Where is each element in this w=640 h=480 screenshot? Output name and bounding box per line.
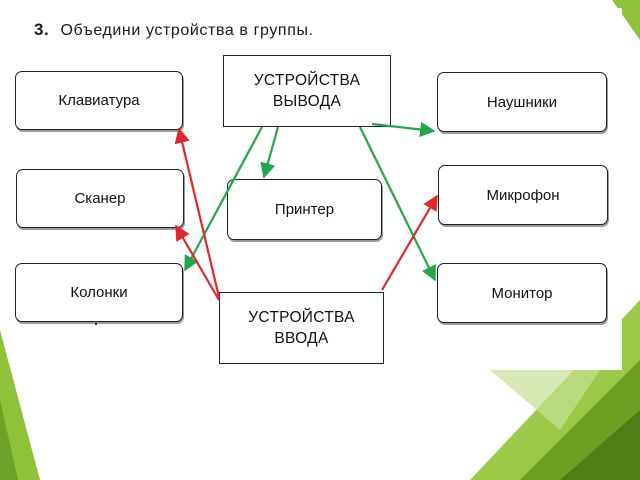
- device-scanner-label: Сканер: [74, 190, 126, 207]
- output-devices-label: УСТРОЙСТВА ВЫВОДА: [253, 72, 361, 110]
- device-headphones: Наушники: [437, 72, 607, 132]
- device-scanner: Сканер: [16, 169, 184, 228]
- device-microphone: Микрофон: [438, 165, 608, 225]
- task-text: Объедини устройства в группы.: [60, 22, 314, 39]
- task-number: 3.: [34, 20, 50, 39]
- device-printer: Принтер: [227, 179, 382, 240]
- input-devices-box: УСТРОЙСТВА ВВОДА: [219, 292, 384, 364]
- device-microphone-label: Микрофон: [486, 186, 560, 204]
- device-monitor: Монитор: [437, 263, 607, 323]
- stray-dot: [95, 323, 97, 325]
- device-printer-label: Принтер: [274, 201, 335, 218]
- device-keyboard-label: Клавиатура: [58, 92, 140, 109]
- device-headphones-label: Наушники: [486, 93, 558, 111]
- device-speakers-label: Колонки: [70, 284, 128, 301]
- device-speakers: Колонки: [15, 263, 183, 322]
- device-monitor-label: Монитор: [491, 284, 553, 302]
- task-title: 3. Объедини устройства в группы.: [34, 20, 314, 40]
- output-devices-box: УСТРОЙСТВА ВЫВОДА: [223, 55, 391, 127]
- input-devices-label: УСТРОЙСТВА ВВОДА: [248, 309, 355, 347]
- device-keyboard: Клавиатура: [15, 71, 183, 130]
